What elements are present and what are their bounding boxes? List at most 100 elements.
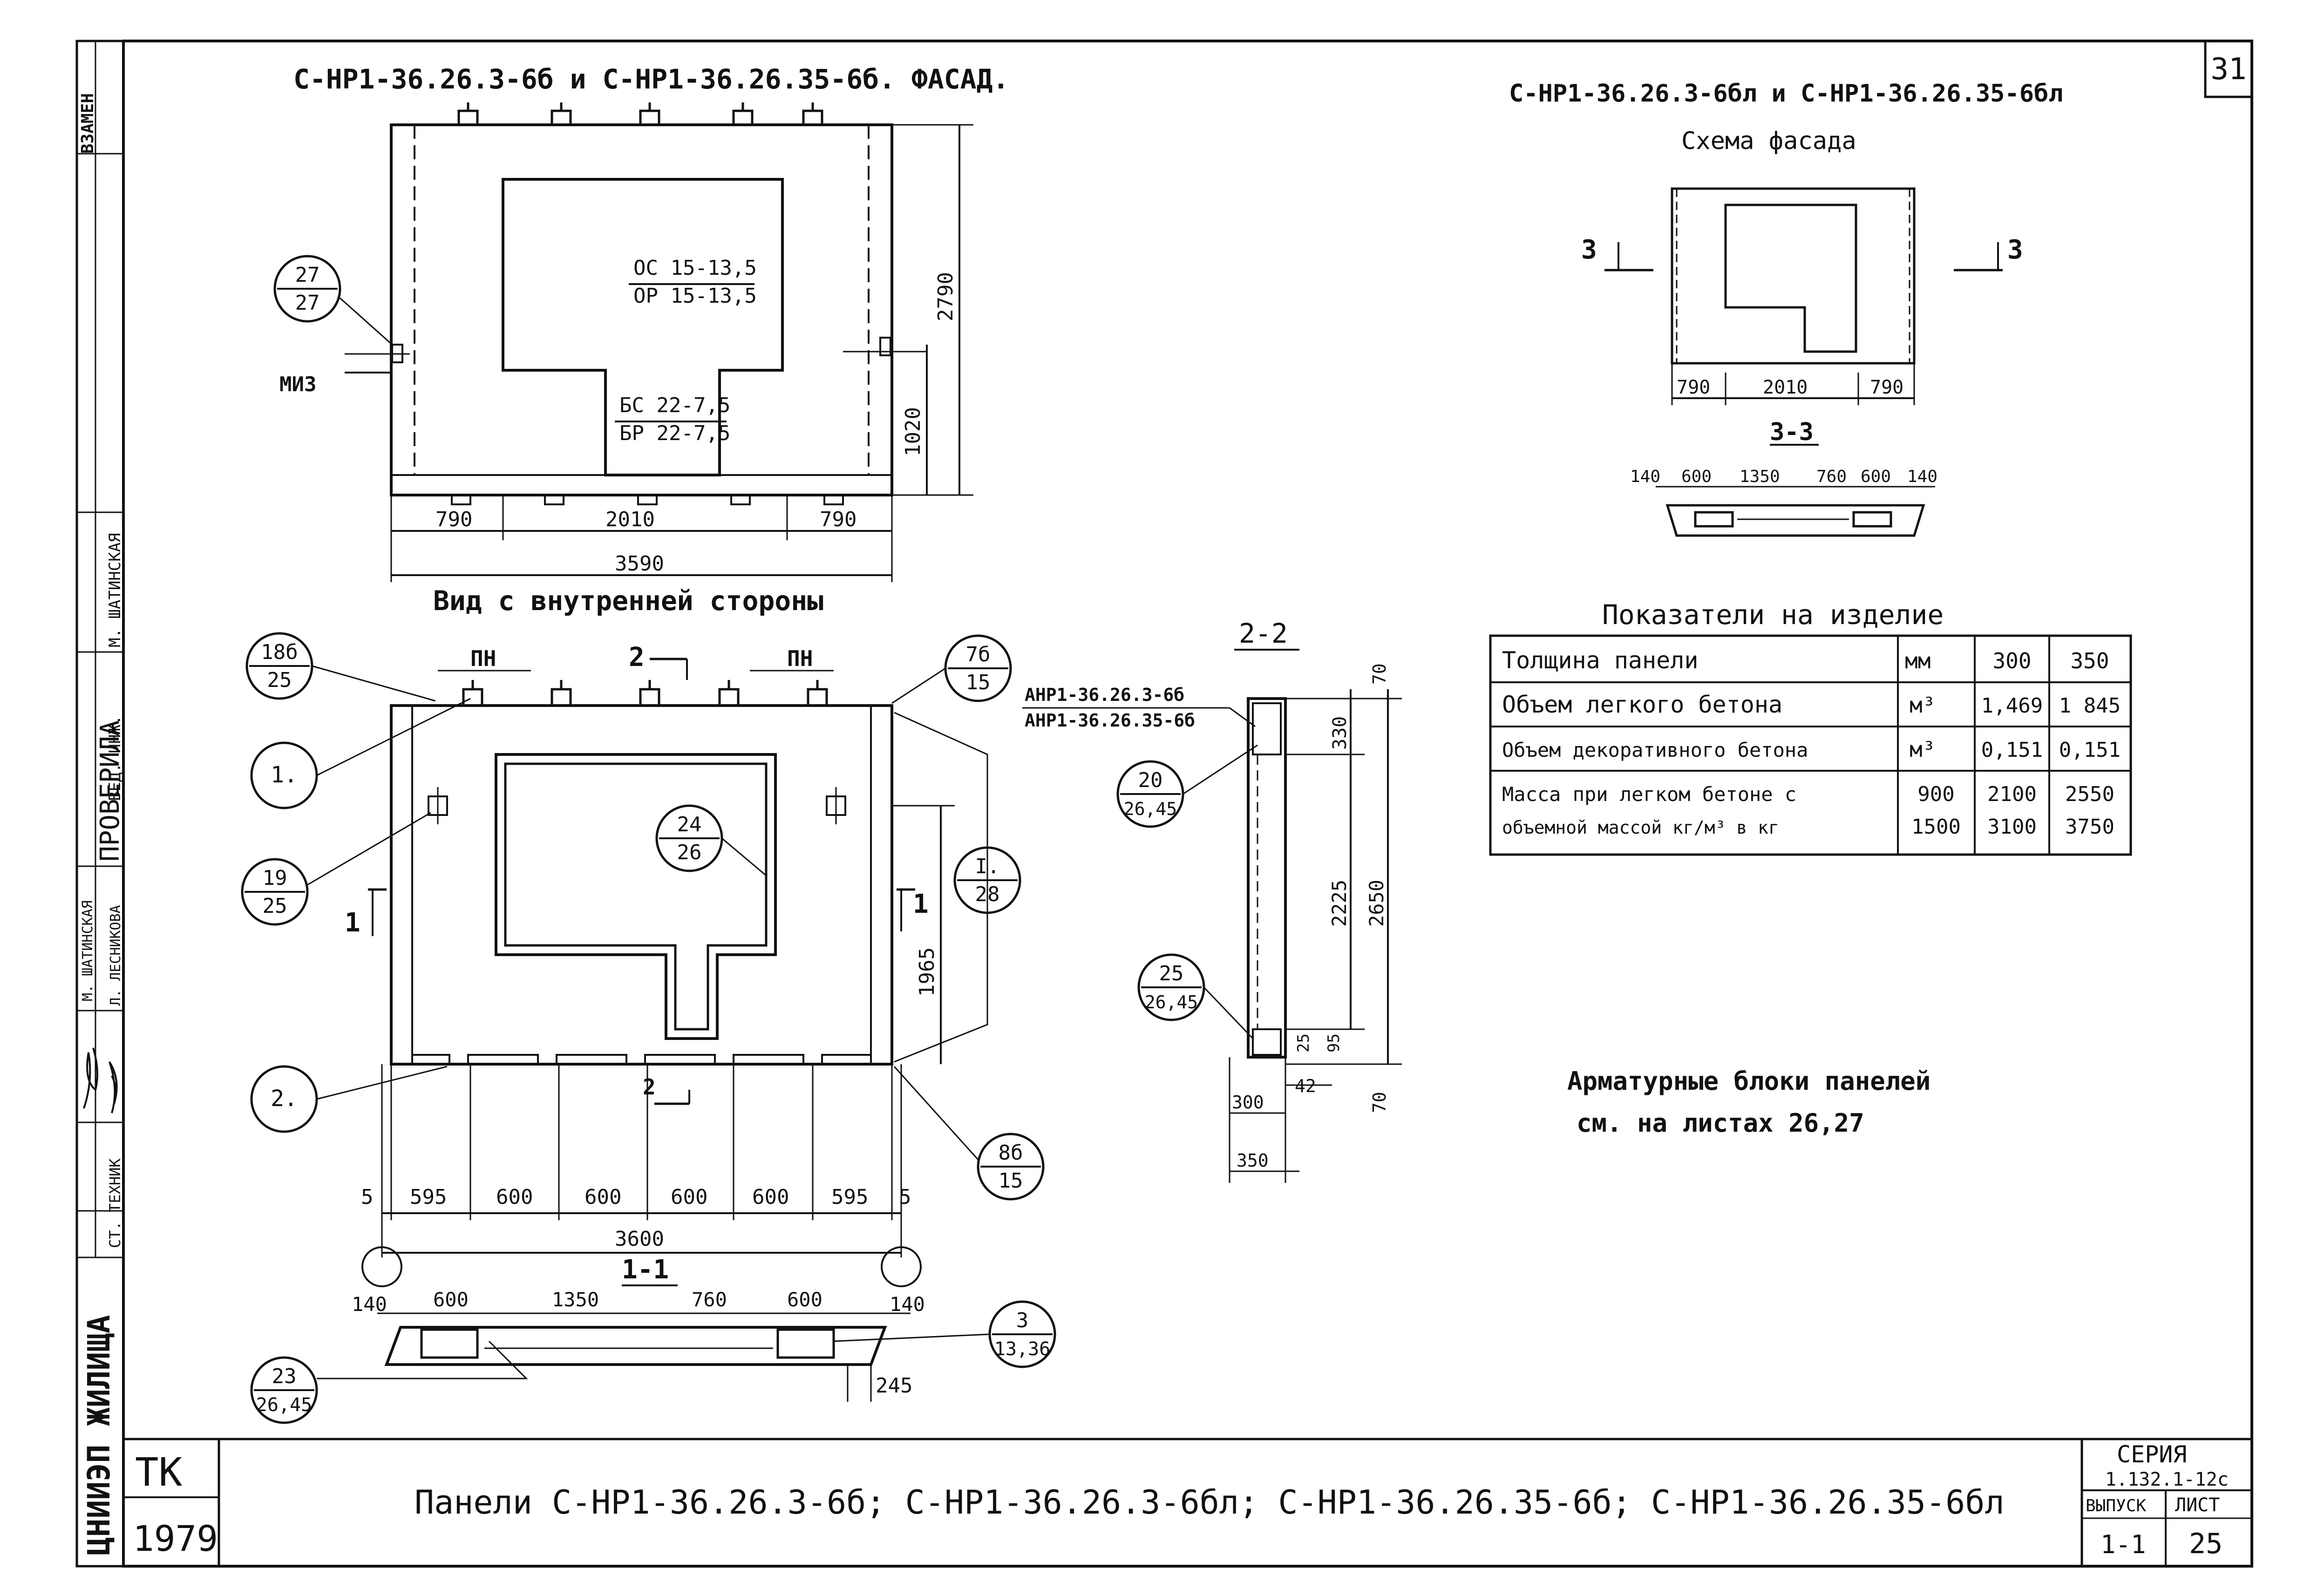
inner-dim-2: 595 <box>410 1185 447 1209</box>
svg-text:1.: 1. <box>271 762 298 788</box>
dim-bottom-1: 790 <box>435 508 472 531</box>
svg-text:2.: 2. <box>271 1086 298 1112</box>
callout-I-28: I. 28 <box>894 712 1021 1063</box>
sheet-label: ЛИСТ <box>2175 1494 2220 1516</box>
callout-1: 1. <box>250 698 471 809</box>
note-line-1: Арматурные блоки панелей <box>1567 1066 1930 1096</box>
svg-text:13,36: 13,36 <box>994 1338 1050 1360</box>
s22-dim-42: 42 <box>1295 1076 1316 1096</box>
title-block: ТК 1979 Панели С-НР1-36.26.3-6б; С-НР1-3… <box>123 1439 2252 1566</box>
inner-dim-7: 595 <box>831 1185 868 1209</box>
s33-d5: 600 <box>1861 467 1891 486</box>
callout-8b-15: 8б 15 <box>893 1066 1045 1201</box>
ind-row3-unit: м³ <box>1910 737 1935 762</box>
door-label-bottom: БР 22-7,5 <box>619 421 730 445</box>
dim-1965: 1965 <box>915 947 939 997</box>
ind-row3-label: Объем декоративного бетона <box>1502 739 1808 761</box>
inner-title: Вид с внутренней стороны <box>433 585 823 617</box>
series-value: 1.132.1-12с <box>2105 1469 2229 1490</box>
inner-dim-5: 600 <box>671 1185 707 1209</box>
inner-dim-1: 5 <box>361 1185 374 1209</box>
window-label-bottom: ОР 15-13,5 <box>633 284 757 308</box>
main-title: Панели С-НР1-36.26.3-6б; С-НР1-36.26.3-6… <box>415 1483 2005 1521</box>
facade-view: С-НР1-36.26.3-6б и С-НР1-36.26.35-6б. ФА… <box>273 63 1009 582</box>
svg-text:26,45: 26,45 <box>1124 799 1177 819</box>
signature-1 <box>83 1047 98 1109</box>
scheme-subtitle: Схема фасада <box>1681 127 1856 155</box>
stamp-name-1: М. ШАТИНСКАЯ <box>106 533 124 647</box>
svg-text:26: 26 <box>677 841 702 864</box>
stamp-role-4: СТ. ТЕХНИК <box>106 1158 124 1248</box>
side-stamp: ВЗАМЕН ЦНИИЭП ЖИЛИЩА ПРОВЕРИЛА М. ШАТИНС… <box>75 40 125 1568</box>
section-2-2: 2-2 АНР1-36.26.3-6б АНР1-36.26.35-6б 70 … <box>1022 618 1402 1183</box>
inner-opening-outer <box>495 753 777 1040</box>
svg-text:15: 15 <box>999 1169 1023 1193</box>
callout-2: 2. <box>250 1065 448 1133</box>
stamp-role-2: ВЕД. ИНЖ. <box>106 715 124 801</box>
scheme-dim-2: 2010 <box>1763 377 1808 398</box>
ind-mass-v1b: 2550 <box>2065 782 2114 806</box>
s11-d6: 140 <box>890 1293 925 1316</box>
series-label: СЕРИЯ <box>2117 1441 2187 1468</box>
svg-text:7б: 7б <box>966 643 991 666</box>
inner-opening-inner <box>504 762 768 1031</box>
ind-mass-label-1: Масса при легком бетоне с <box>1502 783 1796 806</box>
ind-row2-label: Объем легкого бетона <box>1502 691 1782 718</box>
dim-2790: 2790 <box>934 272 958 321</box>
ind-row1-unit: мм <box>1905 648 1930 673</box>
ind-row3-v1: 0,151 <box>1981 738 2043 762</box>
door-label-top: БС 22-7,5 <box>619 394 730 417</box>
stamp-name-2: М. ШАТИНСКАЯ <box>80 900 96 1001</box>
svg-text:25: 25 <box>267 668 292 692</box>
year-label: 1979 <box>133 1518 218 1559</box>
ind-row2-unit: м³ <box>1910 693 1935 718</box>
svg-text:23: 23 <box>272 1365 297 1388</box>
inner-panel-outline <box>390 704 893 1066</box>
s33-d3: 1350 <box>1740 467 1780 486</box>
svg-text:25: 25 <box>1159 962 1184 985</box>
svg-text:15: 15 <box>966 671 991 694</box>
ind-row1-v1: 300 <box>1992 648 2031 673</box>
ind-mass-label-2: объемной массой кг/м³ в кг <box>1502 817 1779 838</box>
signature-2 <box>109 1061 118 1114</box>
callout-24-26: 24 26 <box>655 804 767 876</box>
svg-text:18б: 18б <box>261 640 298 664</box>
ind-mass-d2: 1500 <box>1911 815 1961 839</box>
note-line-2: см. на листах 26,27 <box>1577 1108 1864 1138</box>
dim-total: 3590 <box>615 552 664 576</box>
facade-scheme: С-НР1-36.26.3-6бл и С-НР1-36.26.35-6бл С… <box>1509 80 2063 537</box>
ind-row2-v1: 1,469 <box>1981 694 2043 718</box>
svg-text:19: 19 <box>263 866 287 890</box>
s22-dim-95: 95 <box>1325 1033 1343 1053</box>
scheme-cut-right: 3 <box>2007 235 2023 265</box>
inner-dim-8: 5 <box>899 1185 911 1209</box>
svg-text:8б: 8б <box>999 1141 1023 1165</box>
svg-text:24: 24 <box>677 813 702 836</box>
pn-left-label: ПН <box>470 646 496 671</box>
miz-label: МИ3 <box>279 373 316 396</box>
callout-19-25: 19 25 <box>241 812 431 926</box>
s33-d2: 600 <box>1681 467 1712 486</box>
ind-row1-label: Толщина панели <box>1502 647 1698 674</box>
scheme-dim-3: 790 <box>1870 377 1903 398</box>
section-33-label: 3-3 <box>1770 418 1814 446</box>
stamp-proverila: ПРОВЕРИЛА <box>95 720 125 862</box>
svg-text:20: 20 <box>1138 768 1163 792</box>
callout-25-2645: 25 26,45 <box>1137 953 1254 1039</box>
ind-mass-v2a: 3100 <box>1987 815 2037 839</box>
s33-d4: 760 <box>1816 467 1847 486</box>
anr-1: АНР1-36.26.3-6б <box>1025 685 1184 705</box>
dim-bottom-3: 790 <box>820 508 856 531</box>
s22-dim-300: 300 <box>1232 1092 1264 1113</box>
ind-mass-v1a: 2100 <box>1987 782 2037 806</box>
cut-2-top: 2 <box>629 642 645 672</box>
callout-7b-15: 7б 15 <box>891 634 1012 704</box>
scheme-dim-1: 790 <box>1677 377 1710 398</box>
scheme-title: С-НР1-36.26.3-6бл и С-НР1-36.26.35-6бл <box>1509 80 2063 108</box>
inner-dim-4: 600 <box>585 1185 621 1209</box>
s33-d1: 140 <box>1630 467 1660 486</box>
cut-1-left: 1 <box>345 908 360 938</box>
scheme-cut-left: 3 <box>1581 235 1597 265</box>
ind-row1-v2: 350 <box>2070 648 2109 673</box>
s11-d1: 140 <box>352 1293 387 1316</box>
